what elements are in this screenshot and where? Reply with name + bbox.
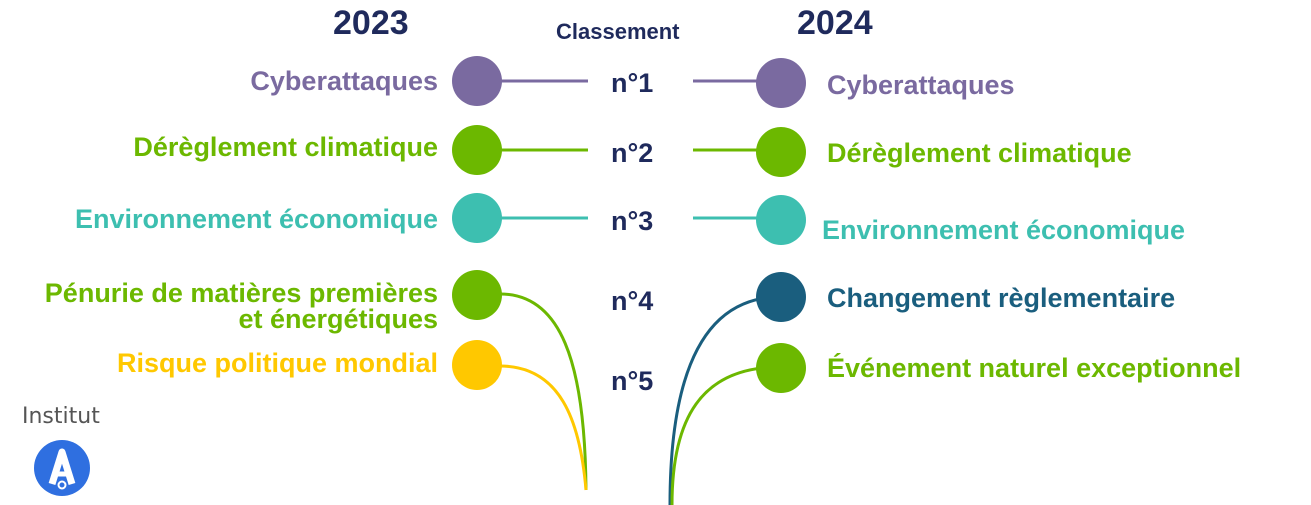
dot-2023-1 [452,56,502,106]
year-2023-header: 2023 [333,4,409,42]
connector-right-4 [668,295,781,505]
label-2024-4: Changement règlementaire [827,283,1176,313]
label-2023-5: Risque politique mondial [116,348,438,378]
rank-2: n°2 [611,138,654,168]
institut-a-logo-icon [34,440,90,496]
dot-2024-4 [756,272,806,322]
year-2024-header: 2024 [797,4,873,42]
label-2024-1: Cyberattaques [827,70,1015,100]
connector-left-5 [499,364,588,491]
rank-4: n°4 [611,286,654,316]
dot-2023-2 [452,125,502,175]
label-2024-5: Événement naturel exceptionnel [827,353,1242,383]
dot-2023-5 [452,340,502,390]
label-2023-1: Cyberattaques [250,66,438,96]
label-2024-3: Environnement économique [822,215,1186,245]
logo-text: Institut [22,404,100,429]
label-2024-2: Dérèglement climatique [827,138,1132,168]
dot-2024-2 [756,127,806,177]
rank-3: n°3 [611,206,654,236]
dot-2023-4 [452,270,502,320]
dot-2024-5 [756,343,806,393]
rank-5: n°5 [611,366,654,396]
label-2023-3: Environnement économique [74,204,438,234]
dot-2024-1 [756,58,806,108]
connector-left-4 [499,292,588,491]
label-2023-2: Dérèglement climatique [133,132,438,162]
rank-1: n°1 [611,68,654,98]
dot-2023-3 [452,193,502,243]
dot-2024-3 [756,195,806,245]
classement-header: Classement [556,19,680,44]
connector-right-5 [670,365,781,505]
